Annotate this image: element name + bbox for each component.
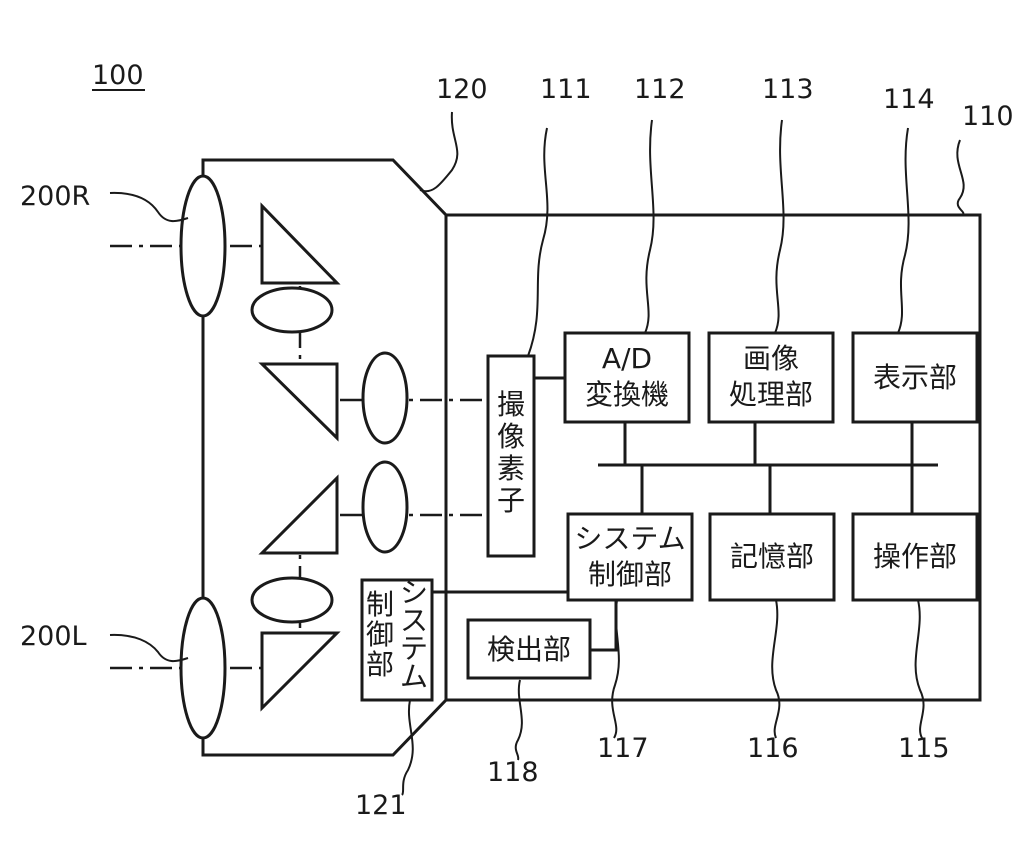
leader-114 <box>897 127 910 334</box>
sensor-label-char-1: 撮 <box>497 388 525 421</box>
lens-ctrl-right-char-3: テ <box>400 632 428 665</box>
imaging-lens-left <box>361 460 409 554</box>
relay-lens-left <box>250 576 334 624</box>
relay-lens-right <box>250 286 334 334</box>
leader-200l <box>109 633 189 663</box>
display-block <box>851 331 979 424</box>
lens-ctrl-right-char-1: シ <box>400 576 428 609</box>
leader-118 <box>514 679 523 761</box>
image-proc-label-line-1: 画像 <box>743 342 799 375</box>
sensor-label-char-4: 子 <box>497 484 525 517</box>
lens-ctrl-left-char-2: 御 <box>366 618 394 651</box>
image-proc-block <box>707 331 835 424</box>
leader-120 <box>419 111 459 193</box>
leader-121 <box>401 699 414 796</box>
operation-block <box>851 512 979 602</box>
memory-label: 記憶部 <box>730 540 814 573</box>
detector-label: 検出部 <box>487 633 571 666</box>
operation-label: 操作部 <box>873 540 957 573</box>
leader-115 <box>914 599 925 739</box>
imaging-lens-right <box>361 351 409 445</box>
sys-ctrl-ref: 117 <box>597 733 649 764</box>
lens-ctrl-block <box>360 578 434 702</box>
lens-ctrl-left-char-3: 部 <box>366 648 394 681</box>
display-ref: 114 <box>883 84 935 115</box>
operation-ref: 115 <box>898 733 950 764</box>
adc-block <box>563 331 691 424</box>
prism-right-upper <box>260 202 341 285</box>
lens-200r-ref: 200R <box>20 181 90 212</box>
link-detector-sys-ctrl <box>590 600 618 652</box>
sensor-label-char-2: 像 <box>497 420 525 453</box>
detector-block <box>466 618 592 680</box>
leader-112 <box>644 119 655 334</box>
prism-left-upper <box>258 474 339 555</box>
leader-200r <box>109 191 189 223</box>
lens-200r <box>179 174 227 318</box>
prism-right-lower <box>258 362 339 442</box>
memory-block <box>708 512 836 602</box>
sys-ctrl-label-line-1: システム <box>574 522 685 555</box>
adc-label-line-1: A/D <box>602 342 652 375</box>
lens-ctrl-right-char-4: ム <box>400 660 428 693</box>
optics-unit-ref: 120 <box>436 74 488 105</box>
image-proc-ref: 113 <box>762 74 814 105</box>
lens-ctrl-right-char-2: ス <box>400 604 428 637</box>
body-unit-outline <box>444 213 982 702</box>
image-proc-label-line-2: 処理部 <box>729 378 813 411</box>
device-ref-label: 100 <box>92 60 144 91</box>
prism-left-lower <box>260 631 341 712</box>
adc-label-line-2: 変換機 <box>585 378 669 411</box>
lens-200l <box>179 596 227 740</box>
lens-200l-ref: 200L <box>20 621 87 652</box>
adc-ref: 112 <box>634 74 686 105</box>
display-label: 表示部 <box>873 361 957 394</box>
detector-ref: 118 <box>487 757 539 788</box>
memory-ref: 116 <box>747 733 799 764</box>
sensor-ref: 111 <box>540 74 592 105</box>
leader-111 <box>527 127 549 357</box>
sys-ctrl-label-line-2: 制御部 <box>588 558 672 591</box>
sensor-block <box>486 354 536 558</box>
leader-113 <box>774 119 785 334</box>
body-unit-ref: 110 <box>962 101 1014 132</box>
leader-116 <box>771 599 781 739</box>
sensor-label-char-3: 素 <box>497 452 525 485</box>
lens-ctrl-ref: 121 <box>355 790 407 821</box>
lens-ctrl-left-char-1: 制 <box>366 588 394 621</box>
sys-ctrl-block <box>566 512 694 602</box>
leader-110 <box>956 139 965 216</box>
